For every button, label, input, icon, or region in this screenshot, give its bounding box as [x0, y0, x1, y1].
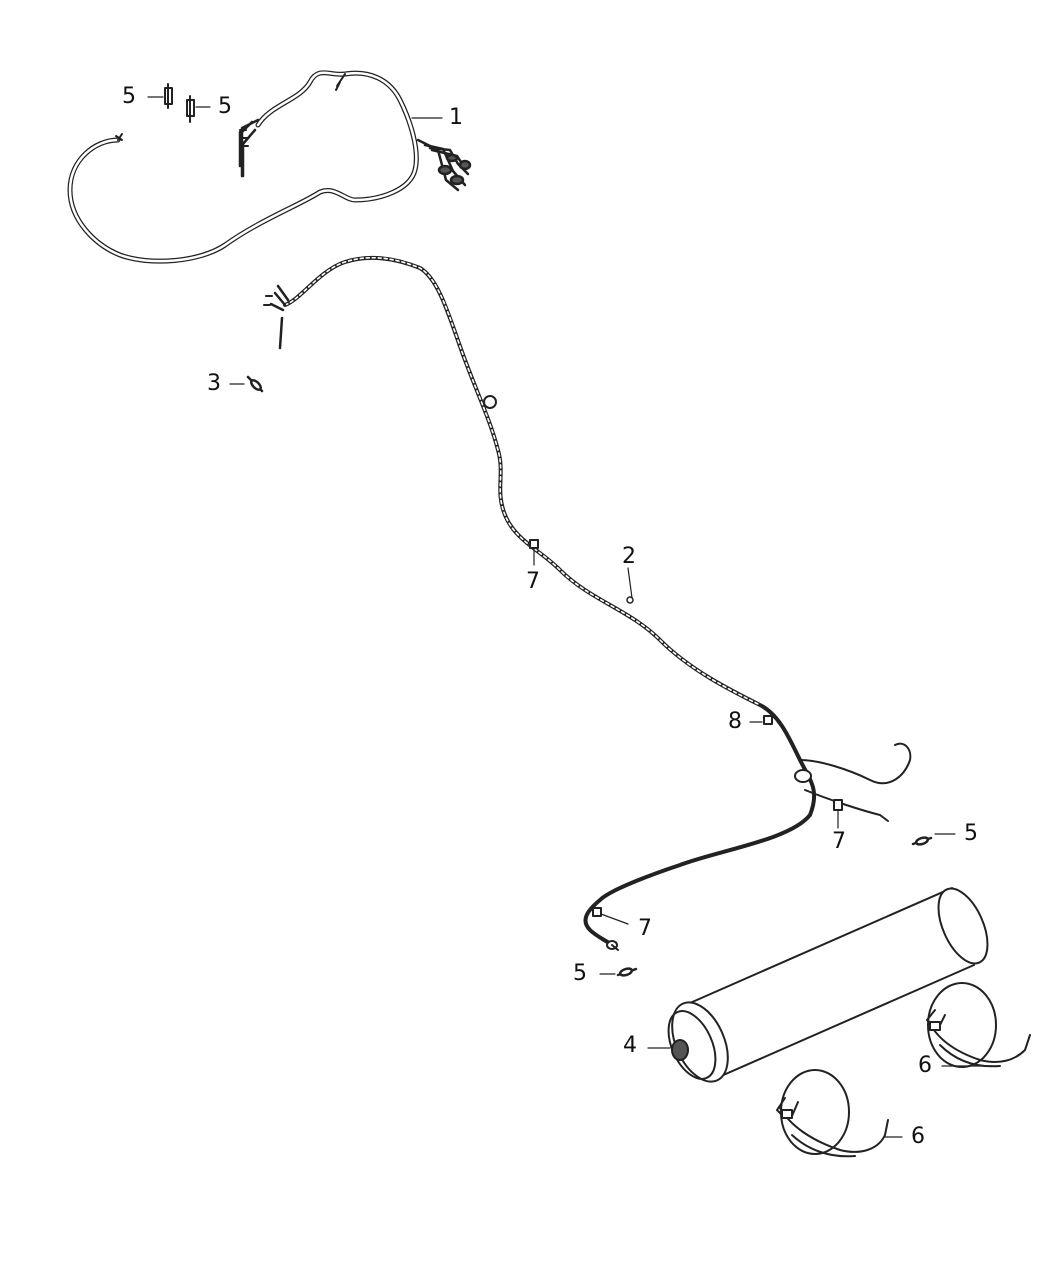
callout-6-upper: 6	[918, 1053, 932, 1078]
callout-8: 8	[728, 709, 742, 734]
callout-5-lower: 5	[573, 961, 587, 986]
callout-3: 3	[207, 371, 221, 396]
callout-4: 4	[623, 1033, 637, 1058]
callout-5-right: 5	[964, 821, 978, 846]
part-5-fittings-lower	[599, 833, 956, 977]
callout-7-middle: 7	[832, 829, 846, 854]
part-4-canister	[647, 887, 989, 1083]
callout-1: 1	[449, 105, 463, 130]
part-7-clips	[529, 539, 843, 925]
callout-7-upper: 7	[526, 569, 540, 594]
part-8-clip	[749, 715, 773, 725]
callout-5-top-right: 5	[218, 94, 232, 119]
part-1-harness	[67, 70, 472, 264]
callout-7-lower: 7	[638, 916, 652, 941]
part-3-fitting	[229, 375, 264, 393]
callout-5-top-left: 5	[122, 84, 136, 109]
part-2-hose	[263, 255, 912, 951]
part-5-fittings-top	[147, 83, 211, 123]
part-6-straps	[776, 982, 1031, 1158]
callout-2: 2	[622, 544, 636, 569]
callout-6-lower: 6	[911, 1124, 925, 1149]
